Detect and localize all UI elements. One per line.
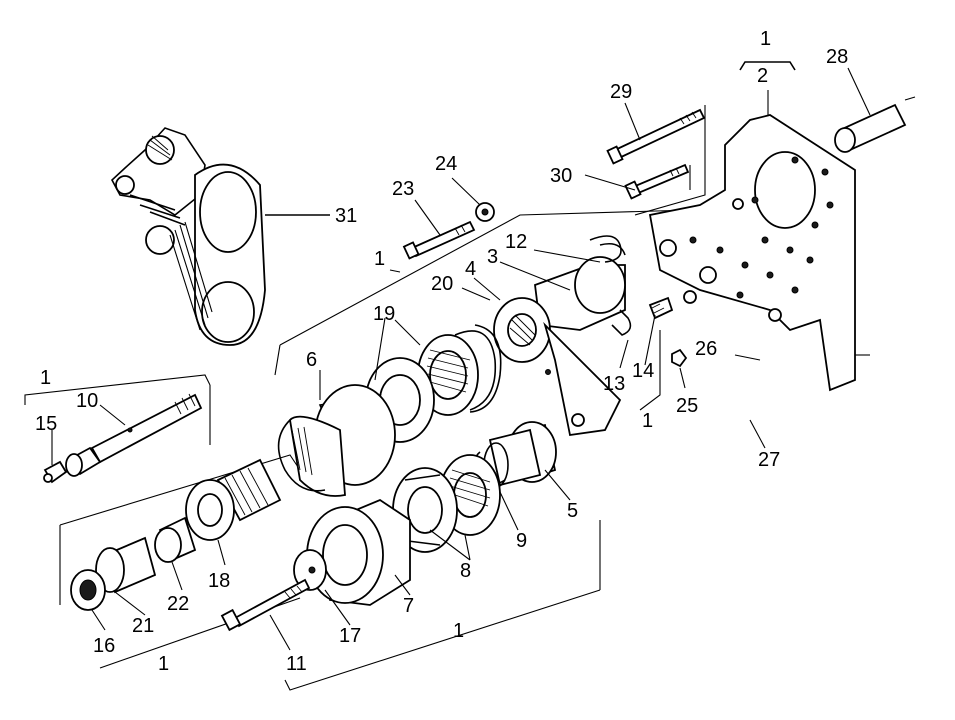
callout-label: 2 [757,65,768,87]
callout-label: 25 [676,395,698,417]
callout-label: 28 [826,46,848,68]
callout-label: 6 [306,349,317,371]
callout-label: 15 [35,413,57,435]
callout-label: 27 [758,449,780,471]
callout-label: 21 [132,615,154,637]
callout-label: 1 [453,620,464,642]
callout-label: 1 [642,410,653,432]
lower-shaft-assembly [473,421,557,488]
callout-label: 22 [167,593,189,615]
callout-label: 24 [435,153,457,175]
lower-left-parts [70,458,282,611]
callout-label: 31 [335,205,357,227]
upper-bearing-group [277,324,502,497]
callout-label: 9 [516,530,527,552]
callout-label: 17 [339,625,361,647]
callout-label: 11 [286,653,307,675]
callout-label: 16 [93,635,115,657]
belt-drive-assembly [111,127,330,346]
assembly-bracket-lines [24,61,796,691]
callout-label: 1 [158,653,169,675]
callout-label: 1 [760,28,771,50]
callout-label: 14 [632,360,654,382]
bolt-23-washer-24 [402,202,495,260]
pulley-7-washer-17 [293,498,411,606]
callout-label: 4 [465,258,476,280]
callout-label: 29 [610,81,632,103]
callout-label: 26 [695,338,717,360]
callout-label: 18 [208,570,230,592]
callout-label: 10 [76,390,98,412]
callout-label: 5 [567,500,578,522]
callout-label: 13 [603,373,625,395]
pin-part-28 [834,96,916,153]
callout-label: 8 [460,560,471,582]
callout-label: 12 [505,231,527,253]
callout-label: 19 [373,303,395,325]
callout-label: 1 [40,367,51,389]
callout-label: 20 [431,273,453,295]
bolts-29-30 [606,108,706,200]
upper-tensioner-assembly [493,235,688,437]
callout-label: 1 [374,248,385,270]
leader-lines [51,67,871,651]
callout-labels: 1 2 28 29 30 24 23 31 1 20 4 3 12 19 6 1… [35,28,848,675]
mounting-plate [648,114,870,392]
bolt-11 [220,578,311,632]
bolt-10-nipple-15 [43,393,203,484]
callout-label: 30 [550,165,572,187]
callout-label: 23 [392,178,414,200]
callout-label: 3 [487,246,498,268]
callout-label: 7 [403,595,414,617]
